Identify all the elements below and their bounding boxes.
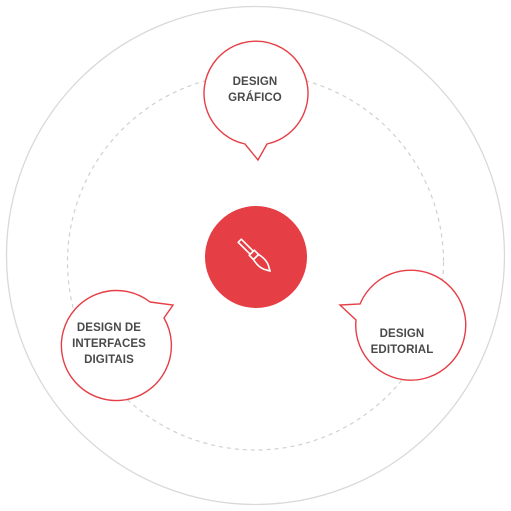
node-label-design-de-interfaces-digitais: DESIGN DE INTERFACES DIGITAIS <box>72 322 146 366</box>
bubble-right <box>338 269 467 381</box>
paintbrush-icon <box>237 238 271 272</box>
dashed-ring <box>66 73 445 451</box>
bubble-top <box>203 40 309 162</box>
node-label-design-grafico: DESIGN GRÁFICO <box>228 76 282 104</box>
node-label-design-editorial: DESIGN EDITORIAL <box>370 328 434 356</box>
bubble-left <box>60 289 175 402</box>
